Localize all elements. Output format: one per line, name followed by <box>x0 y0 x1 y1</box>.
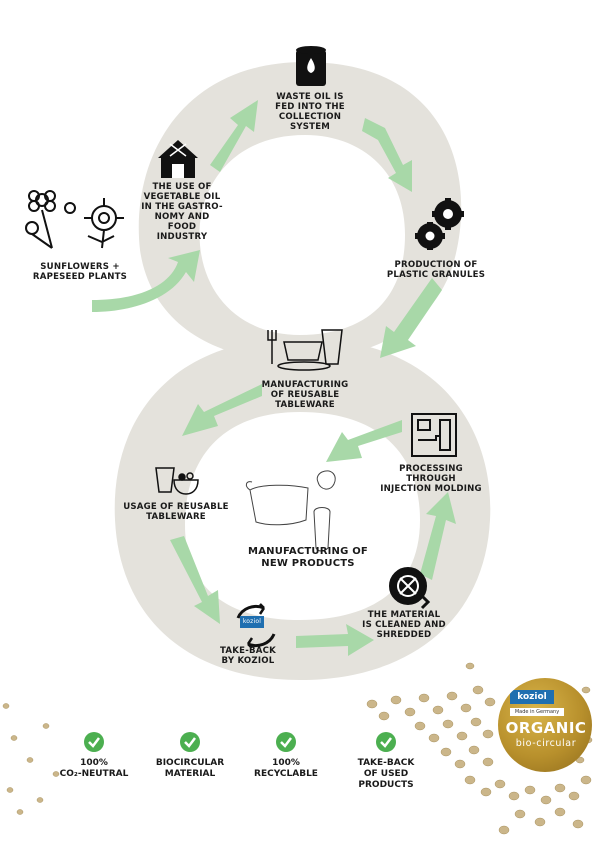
oil-barrel-icon <box>296 46 326 86</box>
feature-line2: MATERIAL <box>164 769 216 779</box>
badge-organic: ORGANIC <box>505 719 587 737</box>
arrow-oil-to-granules <box>362 118 412 192</box>
arrow-gastronomy-to-oil <box>210 100 258 172</box>
recycle-arrows-icon <box>236 603 276 649</box>
injection-molding-icon <box>411 413 457 457</box>
arrow-processing-to-new <box>326 420 402 462</box>
new-products-icon <box>245 470 336 552</box>
feature-line1: BIOCIRCULAR <box>155 758 225 768</box>
arrow-usage-to-takeback <box>170 536 220 624</box>
badge-bio-circular: bio-circular <box>515 738 577 749</box>
organic-badge: koziol Made in Germany ORGANIC bio-circu… <box>498 678 592 772</box>
arrow-granules-to-tableware <box>380 278 442 358</box>
feature-take-back: TAKE-BACK OF USED PRODUCTS <box>336 732 436 791</box>
step-granules: PRODUCTION OF PLASTIC GRANULES <box>386 260 486 280</box>
badge-made-in: Made in Germany <box>510 708 564 716</box>
granules-decoration <box>2 662 593 835</box>
feature-co2-neutral: 100% CO₂-NEUTRAL <box>44 732 144 780</box>
feature-line1: 100% <box>80 758 108 768</box>
step-new-products: MANUFACTURING OF NEW PRODUCTS <box>248 546 368 569</box>
feature-line2: CO₂-NEUTRAL <box>59 769 129 779</box>
step-waste-oil: WASTE OIL IS FED INTO THE COLLECTION SYS… <box>275 92 345 132</box>
koziol-tag-label: koziol <box>242 618 262 625</box>
check-icon <box>376 732 396 752</box>
feature-recyclable: 100% RECYCLABLE <box>236 732 336 780</box>
feature-line2: RECYCLABLE <box>254 769 318 779</box>
usage-tableware-icon <box>155 467 199 495</box>
check-icon <box>180 732 200 752</box>
step-cleaned: THE MATERIAL IS CLEANED AND SHREDDED <box>362 610 446 640</box>
step-manufacturing-reusable: MANUFACTURING OF REUSABLE TABLEWARE <box>261 380 349 410</box>
gears-icon <box>415 198 464 250</box>
check-icon <box>84 732 104 752</box>
badge-brand: koziol <box>510 690 554 704</box>
feature-line2: OF USED PRODUCTS <box>358 769 414 790</box>
step-take-back: TAKE-BACK BY KOZIOL <box>220 646 276 666</box>
step-gastronomy: THE USE OF VEGETABLE OIL IN THE GASTRO- … <box>141 182 223 242</box>
shredder-icon <box>389 567 431 610</box>
tableware-icon <box>267 329 343 371</box>
flowers-icon <box>25 190 124 249</box>
arrow-takeback-to-cleaned <box>296 624 374 656</box>
koziol-tag <box>240 616 264 628</box>
step-usage: USAGE OF REUSABLE TABLEWARE <box>123 502 229 522</box>
feature-line1: 100% <box>272 758 300 768</box>
check-icon <box>276 732 296 752</box>
restaurant-icon <box>158 140 198 178</box>
arrow-cleaned-to-processing <box>420 492 456 580</box>
step-processing: PROCESSING THROUGH INJECTION MOLDING <box>380 464 482 494</box>
arrow-tableware-to-usage <box>182 384 262 436</box>
arrow-plants-into-loop <box>92 250 200 312</box>
step-plants: SUNFLOWERS + RAPESEED PLANTS <box>32 262 128 282</box>
feature-biocircular: BIOCIRCULAR MATERIAL <box>140 732 240 780</box>
feature-line1: TAKE-BACK <box>357 758 415 768</box>
